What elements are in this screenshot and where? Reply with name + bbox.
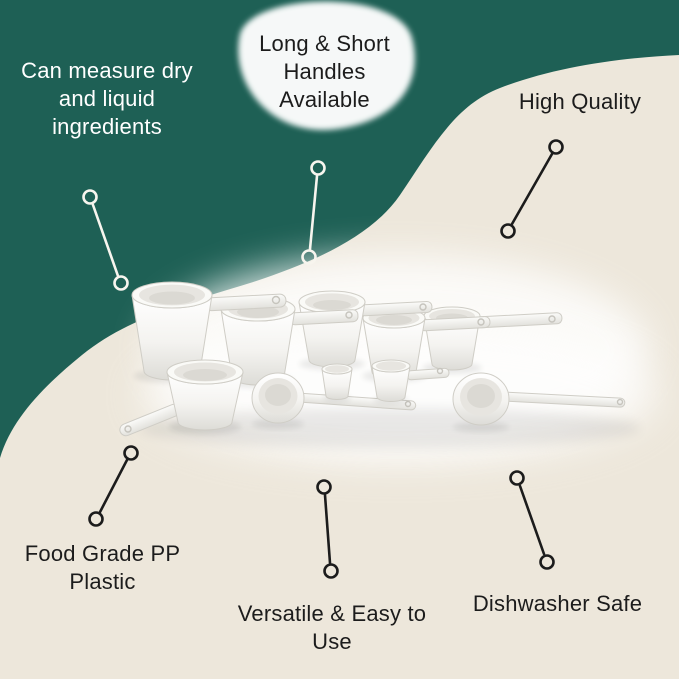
connector-versatile-icon xyxy=(316,479,339,579)
product-photo-measuring-set xyxy=(119,281,640,448)
mini-measuring-cup-1 xyxy=(321,363,353,402)
callout-versatile-line-2: Use xyxy=(312,629,352,654)
connector-quality-icon xyxy=(500,139,564,239)
callout-measure-line-3: ingredients xyxy=(52,114,162,139)
callout-handles-line-2: Handles xyxy=(283,59,366,84)
callout-quality-line-1: High Quality xyxy=(518,89,642,114)
white-highlight-blob xyxy=(238,1,415,130)
callout-measure: Can measure dry and liquid ingredients xyxy=(2,57,212,141)
connector-food-grade-icon xyxy=(88,445,139,527)
callout-handles: Long & Short Handles Available xyxy=(227,30,422,114)
callout-handles-line-1: Long & Short xyxy=(259,31,390,56)
callout-food-grade-line-2: Plastic xyxy=(69,569,136,594)
callout-food-grade: Food Grade PP Plastic xyxy=(5,540,200,596)
measuring-cup-2 xyxy=(220,296,359,388)
callout-dishwasher-line-1: Dishwasher Safe xyxy=(472,591,643,616)
connector-dishwasher-icon xyxy=(509,470,555,570)
measuring-spoon-1 xyxy=(251,372,417,429)
callout-handles-line-3: Available xyxy=(279,87,370,112)
callout-quality: High Quality xyxy=(495,88,665,116)
connector-measure-icon xyxy=(82,189,129,291)
measuring-spoon-2 xyxy=(452,372,626,432)
callout-connectors xyxy=(82,139,564,579)
callout-measure-line-1: Can measure dry xyxy=(21,58,193,83)
connector-handles-icon xyxy=(301,160,326,265)
callout-versatile-line-1: Versatile & Easy to xyxy=(237,601,427,626)
callout-dishwasher: Dishwasher Safe xyxy=(450,590,665,618)
mini-measuring-cup-2 xyxy=(371,359,450,404)
callout-measure-line-2: and liquid xyxy=(58,86,156,111)
callout-food-grade-line-1: Food Grade PP xyxy=(24,541,181,566)
callout-versatile: Versatile & Easy to Use xyxy=(212,600,452,656)
measuring-scoop-1 xyxy=(119,359,244,437)
